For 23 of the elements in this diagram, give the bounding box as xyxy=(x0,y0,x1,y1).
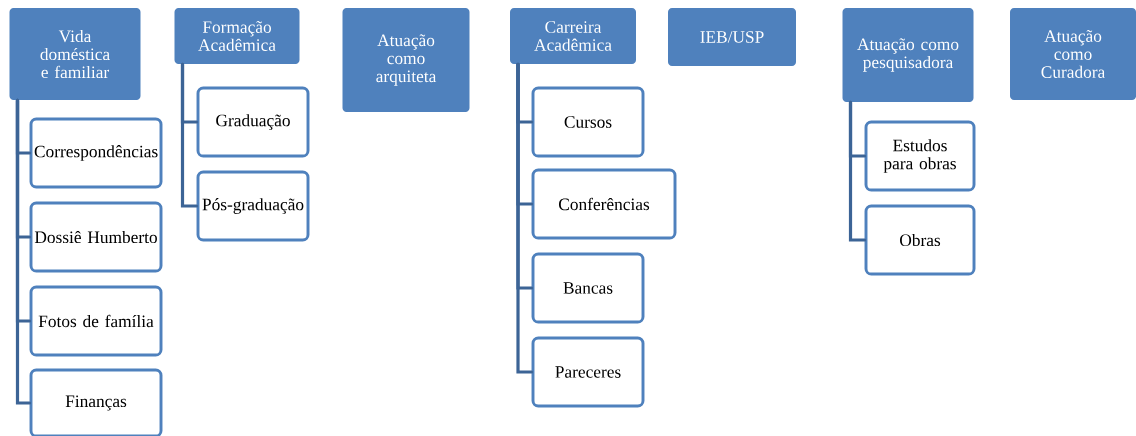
category-box: Cursos xyxy=(531,86,645,158)
category-box: Pós-graduação xyxy=(196,170,310,242)
connector-line xyxy=(180,62,199,208)
category-box: Pareceres xyxy=(531,336,645,408)
category-box: Fotos de família xyxy=(29,285,163,357)
category-box: Graduação xyxy=(196,86,310,158)
category-box: Finanças xyxy=(29,368,163,436)
category-box: Estudos para obras xyxy=(864,120,976,192)
heading-box: IEB/USP xyxy=(668,8,796,66)
category-box: Conferências xyxy=(531,168,677,240)
heading-box: Atuação como Curadora xyxy=(1010,8,1136,100)
connector-line xyxy=(15,98,32,405)
connector-line xyxy=(516,62,534,374)
category-box: Obras xyxy=(864,204,976,276)
heading-box: Atuação como arquiteta xyxy=(342,8,470,112)
heading-box: Vida doméstica e familiar xyxy=(9,8,141,100)
heading-box: Carreira Acadêmica xyxy=(510,8,636,64)
category-box: Correspondências xyxy=(29,117,163,189)
category-box: Dossiê Humberto xyxy=(29,201,163,273)
category-box: Bancas xyxy=(531,252,645,324)
connector-line xyxy=(848,100,867,242)
heading-box: Formação Acadêmica xyxy=(174,8,300,64)
heading-box: Atuação como pesquisadora xyxy=(842,8,974,102)
